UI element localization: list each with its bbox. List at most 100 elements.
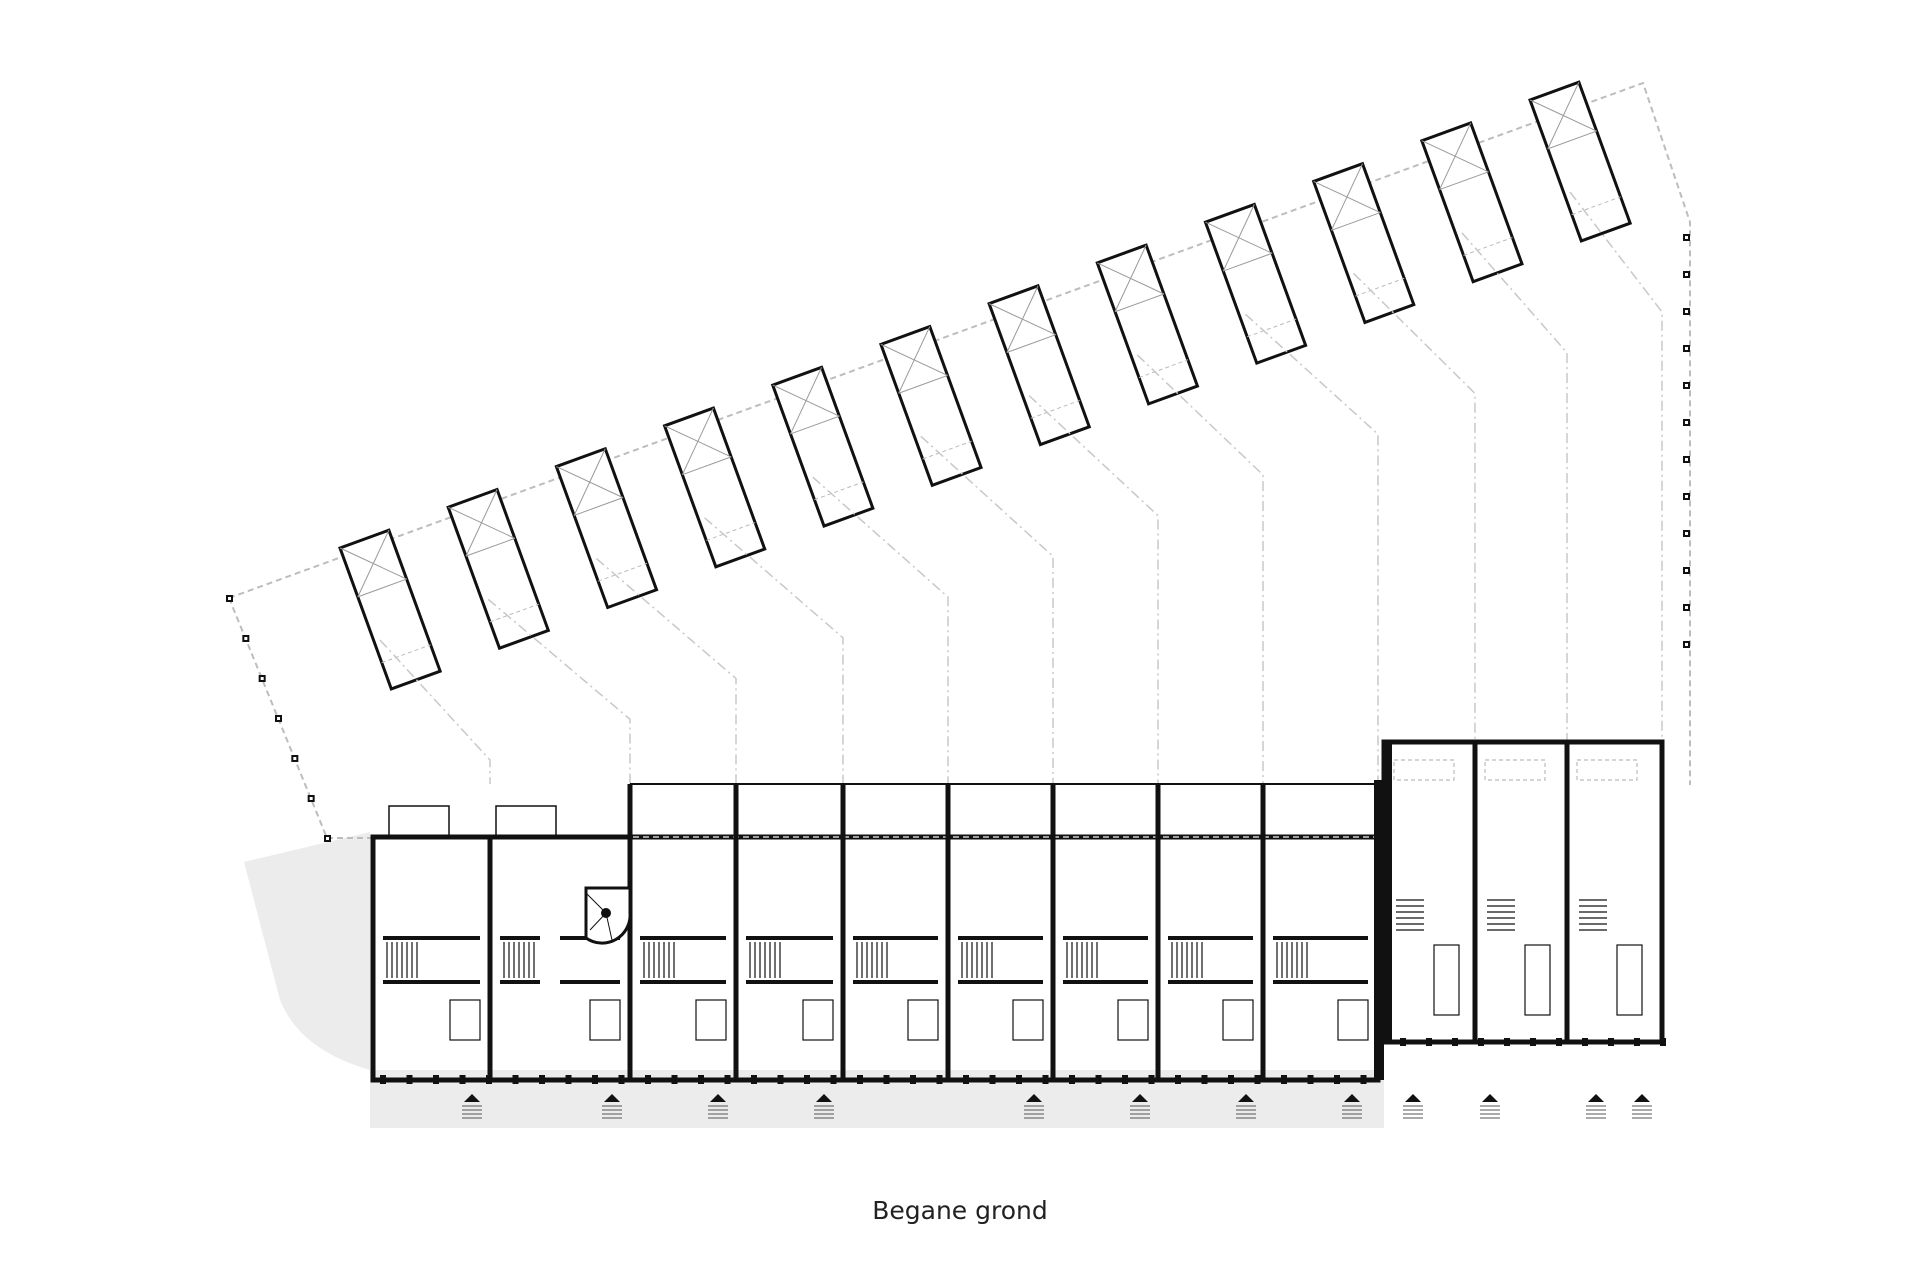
column-marker-icon: [1683, 641, 1690, 648]
carport-4: [662, 406, 767, 569]
column-marker-icon: [1228, 1075, 1234, 1084]
column-marker-icon: [936, 1075, 943, 1084]
carport-7: [987, 283, 1092, 447]
column-marker-icon: [698, 1075, 704, 1084]
entrance-arrow-icon: [1480, 1094, 1500, 1119]
column-marker-icon: [1175, 1075, 1181, 1084]
column-marker-icon: [1683, 234, 1690, 241]
column-marker-icon: [1556, 1038, 1562, 1046]
column-marker-icon: [433, 1075, 439, 1084]
column-marker-icon: [1452, 1038, 1458, 1046]
carport-8: [1095, 243, 1200, 406]
carport-11: [1419, 121, 1524, 284]
column-marker-icon: [1016, 1075, 1022, 1084]
column-marker-icon: [1683, 493, 1690, 500]
column-marker-icon: [1254, 1075, 1261, 1084]
column-marker-icon: [1504, 1038, 1510, 1046]
column-marker-icon: [380, 1075, 386, 1084]
entrance-arrow-icon: [1586, 1094, 1606, 1119]
column-marker-icon: [291, 755, 299, 762]
column-marker-icon: [883, 1075, 890, 1084]
column-marker-icon: [565, 1075, 572, 1084]
entrance-arrow-icon: [1236, 1094, 1256, 1119]
column-marker-icon: [804, 1075, 810, 1084]
facade-piers: [380, 1038, 1666, 1084]
column-marker-icon: [645, 1075, 651, 1084]
column-marker-icon: [275, 715, 282, 722]
column-marker-icon: [1201, 1075, 1208, 1084]
carport-9: [1203, 202, 1308, 366]
entrance-arrow-icon: [1024, 1094, 1044, 1119]
column-marker-icon: [1683, 345, 1690, 352]
column-marker-icon: [1095, 1075, 1102, 1084]
column-marker-icon: [1683, 604, 1690, 611]
column-marker-icon: [406, 1075, 413, 1084]
column-marker-icon: [963, 1075, 969, 1084]
column-marker-icon: [1426, 1038, 1432, 1046]
column-marker-icon: [459, 1075, 466, 1084]
column-marker-icon: [1148, 1075, 1155, 1084]
entrance-arrow-icon: [1632, 1094, 1652, 1119]
column-marker-icon: [751, 1075, 757, 1084]
column-marker-icon: [1069, 1075, 1075, 1084]
spiral-stair-icon: [584, 886, 632, 945]
plan-caption: Begane grond: [872, 1196, 1048, 1225]
canopy-posts: [226, 234, 1690, 842]
column-marker-icon: [1634, 1038, 1640, 1046]
west-block: [370, 780, 1384, 1083]
carport-3: [554, 446, 659, 610]
entrance-arrow-icon: [1130, 1094, 1150, 1119]
east-block: [1381, 739, 1665, 1045]
entrance-arrow-icon: [1342, 1094, 1362, 1119]
carport-2: [446, 487, 551, 651]
column-marker-icon: [618, 1075, 625, 1084]
column-marker-icon: [1608, 1038, 1614, 1046]
column-marker-icon: [671, 1075, 678, 1084]
column-marker-icon: [1683, 419, 1690, 426]
carport-1: [338, 528, 443, 691]
column-marker-icon: [307, 795, 315, 802]
carport-5: [770, 365, 875, 528]
column-marker-icon: [1530, 1038, 1536, 1046]
column-marker-icon: [989, 1075, 996, 1084]
carports: [338, 80, 1633, 691]
carport-12: [1528, 80, 1633, 243]
column-marker-icon: [592, 1075, 598, 1084]
column-marker-icon: [1360, 1075, 1367, 1084]
column-marker-icon: [1281, 1075, 1287, 1084]
entrance-arrow-icon: [814, 1094, 834, 1119]
column-marker-icon: [1307, 1075, 1314, 1084]
column-marker-icon: [724, 1075, 731, 1084]
column-marker-icon: [777, 1075, 784, 1084]
column-marker-icon: [1478, 1038, 1484, 1046]
column-marker-icon: [242, 635, 250, 642]
column-marker-icon: [857, 1075, 863, 1084]
column-marker-icon: [486, 1075, 492, 1084]
column-marker-icon: [830, 1075, 837, 1084]
column-marker-icon: [1122, 1075, 1128, 1084]
column-marker-icon: [910, 1075, 916, 1084]
column-marker-icon: [1400, 1038, 1406, 1046]
entrance-arrow-icon: [602, 1094, 622, 1119]
column-marker-icon: [1683, 567, 1690, 574]
carport-6: [878, 324, 983, 488]
entrance-arrow-icon: [1403, 1094, 1423, 1119]
entrance-arrow-icon: [462, 1094, 482, 1119]
column-marker-icon: [1683, 382, 1690, 389]
column-marker-icon: [1582, 1038, 1588, 1046]
entrance-arrows: [462, 1094, 1652, 1119]
column-marker-icon: [1683, 456, 1690, 463]
column-marker-icon: [539, 1075, 545, 1084]
column-marker-icon: [324, 835, 331, 842]
column-marker-icon: [1683, 271, 1690, 278]
column-marker-icon: [1683, 530, 1690, 537]
column-marker-icon: [1660, 1038, 1666, 1046]
street-strip: [370, 1075, 1384, 1128]
entrance-arrow-icon: [708, 1094, 728, 1119]
column-marker-icon: [1042, 1075, 1049, 1084]
carport-10: [1311, 161, 1416, 325]
column-marker-icon: [1683, 308, 1690, 315]
column-marker-icon: [1334, 1075, 1340, 1084]
column-marker-icon: [258, 675, 266, 682]
column-marker-icon: [512, 1075, 519, 1084]
